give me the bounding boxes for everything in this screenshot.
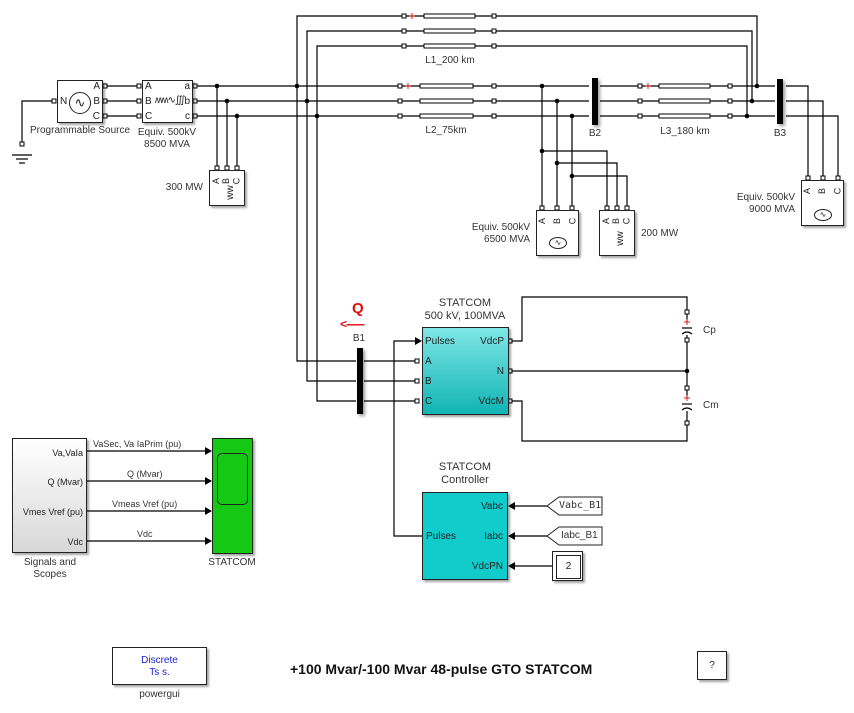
controller-title-1: STATCOM: [438, 461, 492, 473]
ac-source-ground-icon: ∿: [814, 209, 832, 221]
source-port-b: B: [93, 96, 100, 107]
ac-source-icon: ∿: [69, 92, 91, 114]
equiv1-out-a: a: [184, 81, 190, 92]
statcom-in-a: A: [425, 356, 432, 367]
equiv3-label-2: 9000 MVA: [749, 204, 795, 215]
programmable-source-label: Programmable Source: [30, 125, 131, 136]
powergui-block[interactable]: Discrete Ts s.: [112, 647, 207, 685]
resistor-icon: ʍʍ: [614, 231, 626, 246]
controller-title-2: Controller: [441, 474, 489, 486]
equiv-9000-block[interactable]: A B C ∿: [801, 180, 844, 226]
wire-label-vasec: VaSec, Va IaPrim (pu): [93, 439, 182, 449]
from-tag-vabc-label: Vabc_B1: [559, 500, 602, 511]
capacitor-cm-label: Cm: [703, 400, 719, 411]
equiv3-label-1: Equiv. 500kV: [736, 192, 795, 203]
statcom-block[interactable]: Pulses A B C VdcP N VdcM: [422, 327, 509, 415]
source-neutral-port: N: [60, 96, 68, 107]
source-port-c: C: [92, 111, 100, 122]
from-tag-iabc-label: Iabc_B1: [561, 530, 598, 541]
statcom-in-pulses: Pulses: [425, 336, 456, 347]
signals-out-vdc: Vdc: [67, 537, 83, 547]
wire-label-vdc: Vdc: [137, 529, 153, 539]
wire-label-vmeas: Vmeas Vref (pu): [112, 499, 178, 509]
bus-b1-label: B1: [352, 333, 366, 344]
load-300mw-block[interactable]: A B C ʍʍ: [209, 170, 245, 206]
statcom-title-1: STATCOM: [438, 297, 492, 309]
statcom-title-2: 500 kV, 100MVA: [424, 310, 506, 322]
equiv1-in-b: B: [145, 96, 152, 107]
powergui-line2: Ts s.: [149, 667, 170, 678]
equiv1-out-b: b: [184, 96, 190, 107]
equiv1-out-c: c: [185, 111, 190, 122]
constant-block[interactable]: 2: [552, 551, 583, 581]
programmable-source-block[interactable]: N ∿ A B C: [57, 80, 103, 123]
statcom-controller-block[interactable]: Pulses Vabc Iabc VdcPN: [422, 492, 508, 580]
equiv2-port-c: C: [567, 217, 578, 225]
equiv3-port-a: A: [802, 187, 813, 195]
controller-in-vabc: Vabc: [480, 501, 503, 512]
statcom-in-c: C: [425, 396, 433, 407]
load200-label: 200 MW: [641, 228, 679, 239]
statcom-scope-block[interactable]: [212, 438, 253, 554]
load-200mw-block[interactable]: A B C ʍʍ: [599, 210, 635, 256]
model-title: +100 Mvar/-100 Mvar 48-pulse GTO STATCOM: [290, 661, 593, 677]
controller-in-vdcpn: VdcPN: [471, 561, 503, 572]
help-button[interactable]: ?: [697, 651, 727, 680]
wire-label-q: Q (Mvar): [127, 469, 163, 479]
equiv1-in-c: C: [145, 111, 153, 122]
help-icon: ?: [709, 660, 715, 671]
load300-port-c: C: [231, 177, 242, 185]
constant-value: 2: [556, 555, 581, 579]
statcom-out-n: N: [496, 366, 504, 377]
signals-label-2: Scopes: [33, 569, 67, 580]
equiv1-label-1: Equiv. 500kV: [137, 127, 197, 138]
capacitor-cm[interactable]: [680, 394, 694, 414]
q-indicator-label: Q: [352, 300, 364, 317]
equiv-6500-block[interactable]: A B C ∿: [536, 210, 579, 256]
line-l2-label: L2_75km: [425, 125, 467, 136]
resistor-icon: ʍʍ: [224, 185, 236, 200]
bus-b1[interactable]: [357, 348, 363, 414]
signals-out-q: Q (Mvar): [47, 477, 84, 487]
signals-label-1: Signals and: [23, 557, 77, 568]
equiv3-port-c: C: [832, 187, 843, 195]
equiv2-label-2: 6500 MVA: [484, 234, 530, 245]
bus-b3-label: B3: [773, 128, 787, 139]
from-tag-iabc-b1[interactable]: [546, 526, 604, 547]
capacitor-cp-label: Cp: [703, 325, 716, 336]
signals-out-vmes: Vmes Vref (pu): [22, 507, 83, 517]
powergui-line1: Discrete: [141, 655, 178, 666]
scope-label: STATCOM: [208, 557, 256, 568]
ac-source-ground-icon: ∿: [549, 237, 567, 249]
source-port-a: A: [93, 81, 100, 92]
scope-screen-icon: [217, 453, 248, 505]
rl-impedance-icon: ʍʍ∿∭: [155, 95, 185, 106]
from-tag-vabc-b1[interactable]: [546, 496, 604, 517]
equiv2-port-b: B: [552, 217, 563, 225]
equiv1-in-a: A: [145, 81, 152, 92]
q-direction-arrow: <------: [340, 317, 365, 331]
equiv1-label-2: 8500 MVA: [144, 139, 190, 150]
line-l1-label: L1_200 km: [425, 55, 475, 66]
load200-port-c: C: [621, 217, 632, 225]
statcom-out-vdcm: VdcM: [478, 396, 504, 407]
bus-b2-label: B2: [588, 128, 602, 139]
equiv-8500-block[interactable]: A B C ʍʍ∿∭ a b c: [142, 80, 193, 123]
bus-b3[interactable]: [777, 79, 783, 124]
statcom-in-b: B: [425, 376, 432, 387]
equiv2-label-1: Equiv. 500kV: [471, 222, 530, 233]
signals-out-vavaia: Va,VaIa: [52, 448, 83, 458]
equiv2-port-a: A: [537, 217, 548, 225]
bus-b2[interactable]: [592, 78, 598, 125]
powergui-label: powergui: [139, 689, 180, 700]
line-l3-label: L3_180 km: [660, 126, 710, 137]
controller-out-pulses: Pulses: [426, 531, 457, 542]
equiv3-port-b: B: [817, 187, 828, 195]
controller-in-iabc: Iabc: [484, 531, 503, 542]
capacitor-cp[interactable]: [680, 318, 694, 338]
signals-and-scopes-block[interactable]: Va,VaIa Q (Mvar) Vmes Vref (pu) Vdc: [12, 438, 87, 553]
statcom-out-vdcp: VdcP: [480, 336, 504, 347]
load300-label: 300 MW: [165, 182, 203, 193]
